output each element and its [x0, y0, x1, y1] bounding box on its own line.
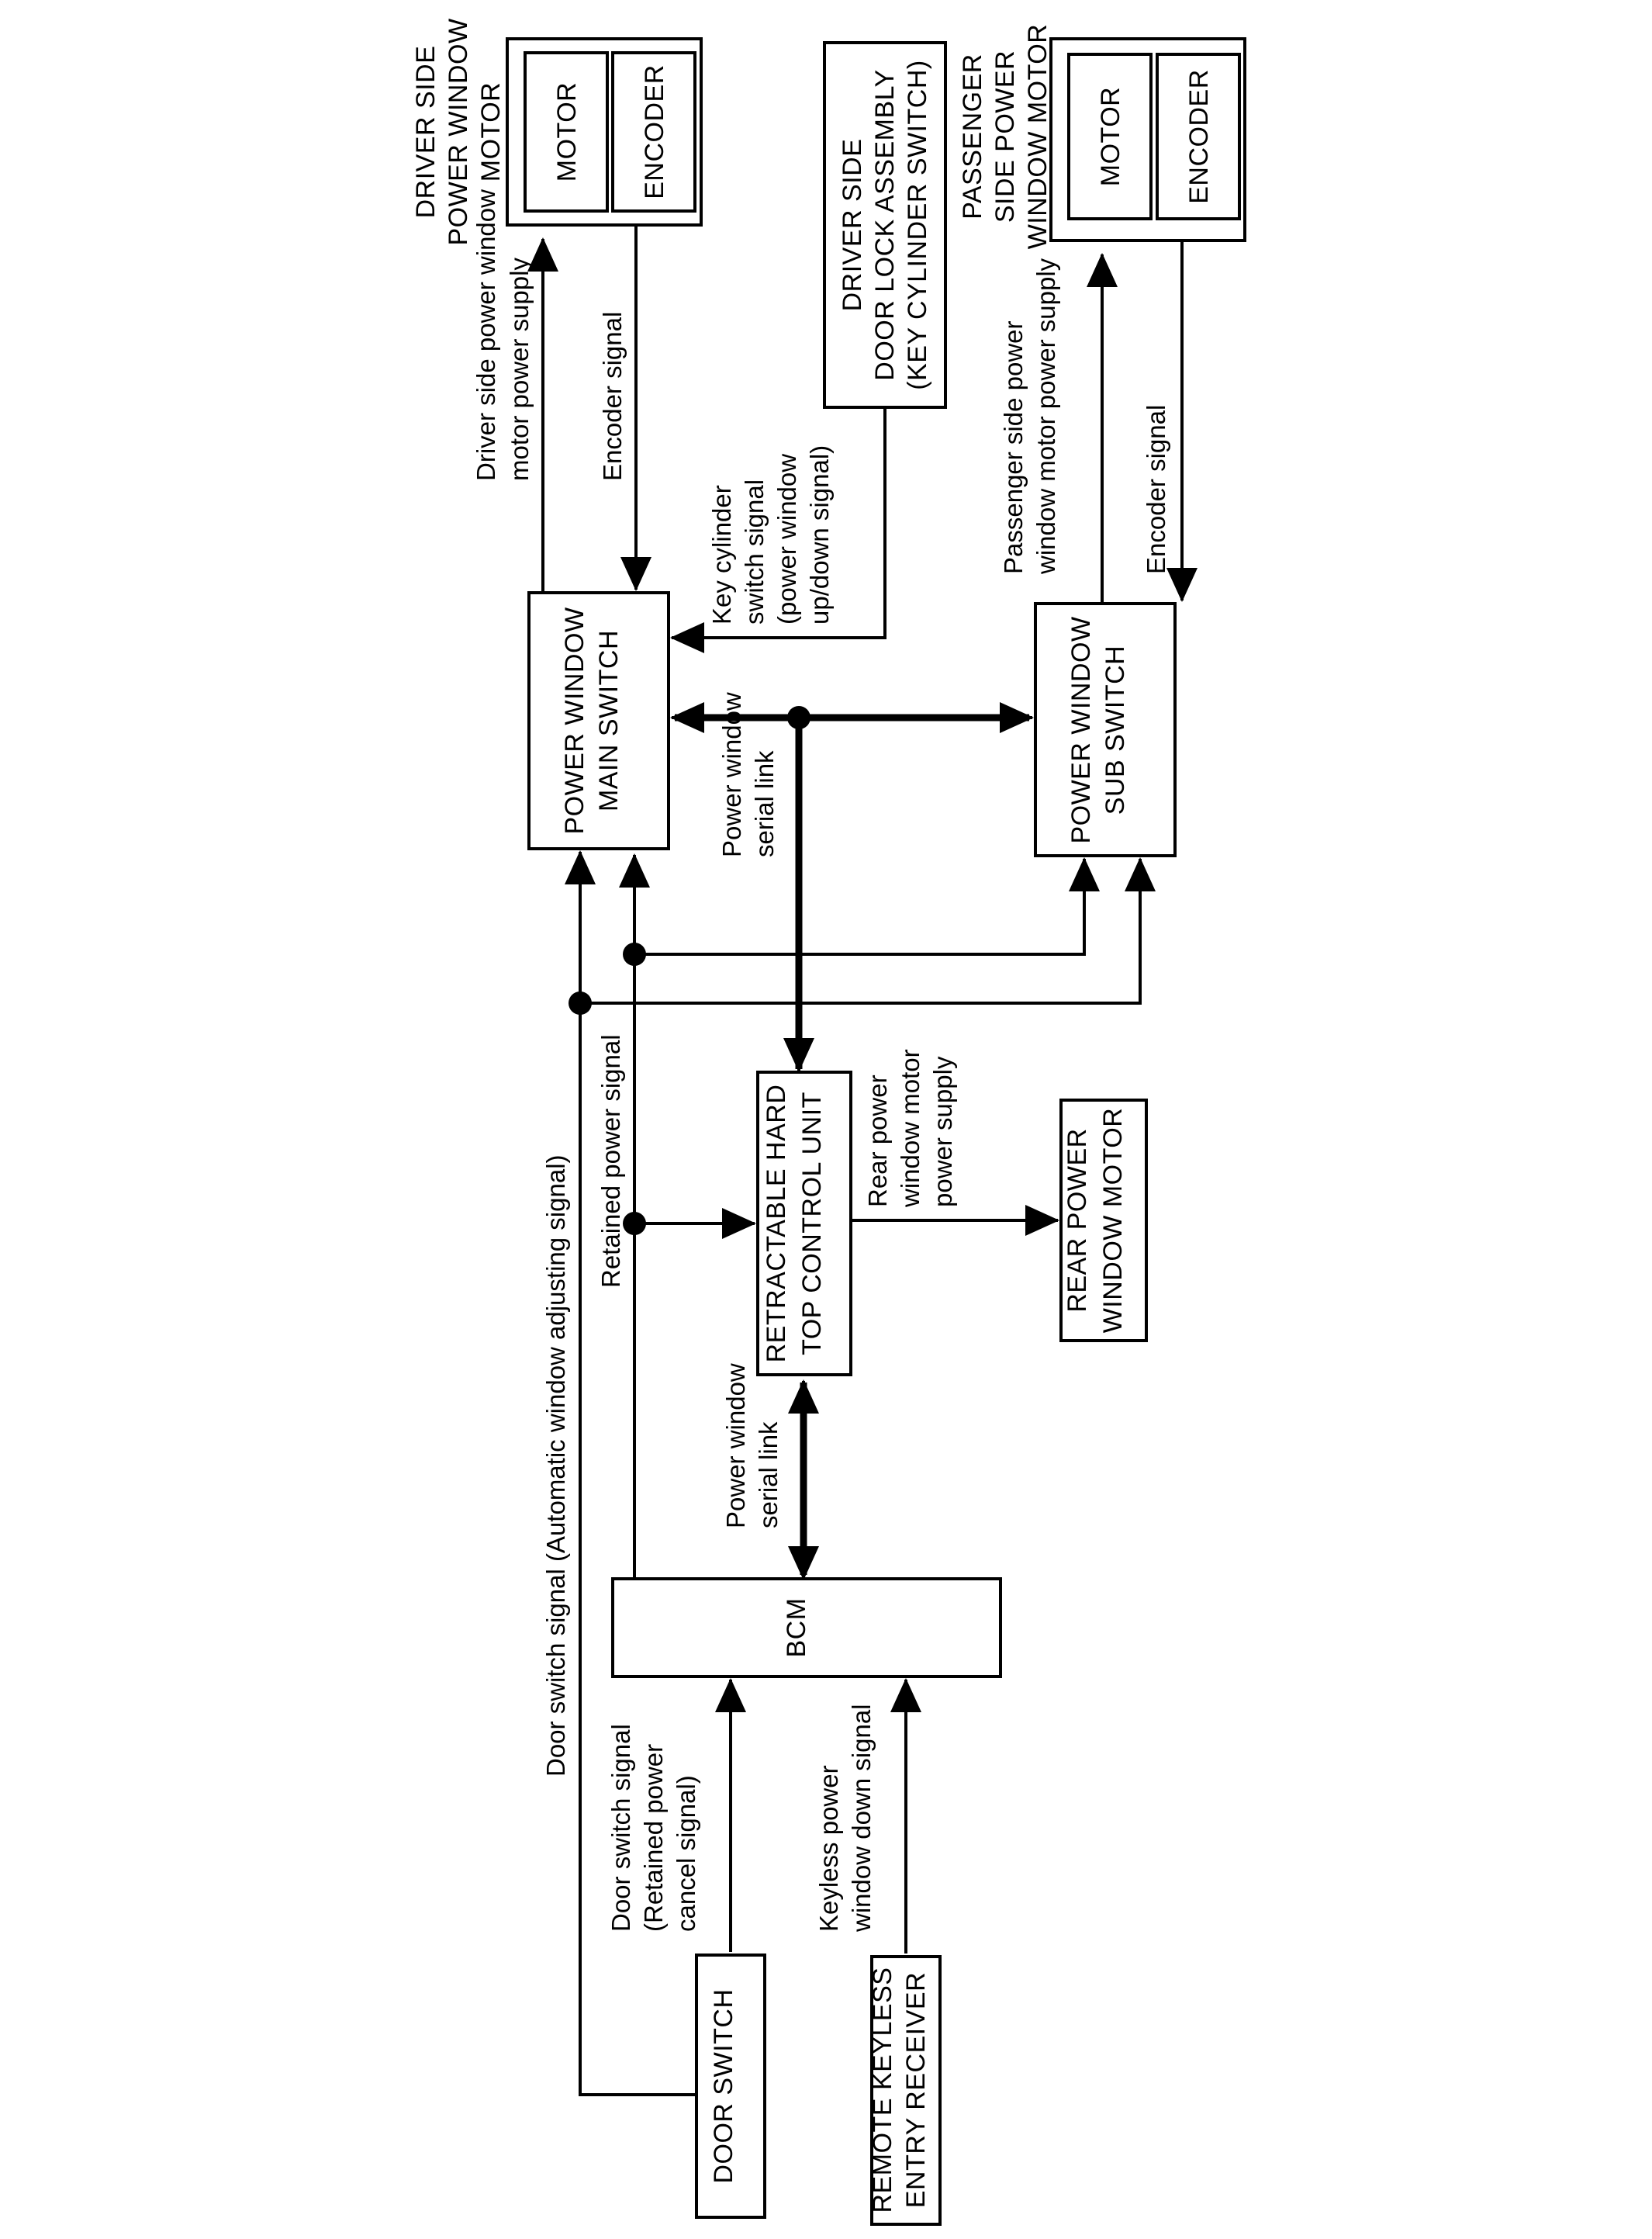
- driver-side-door-lock-assembly: DRIVER SIDE DOOR LOCK ASSEMBLY (KEY CYLI…: [823, 41, 947, 409]
- passenger-encoder-label: ENCODER: [1184, 69, 1214, 204]
- serial-link-switches-label-1: Power window: [717, 692, 746, 857]
- serial-link-bcm-label-2: serial link: [754, 1421, 783, 1528]
- passenger-motor-label: MOTOR: [1096, 87, 1125, 186]
- retained-power-signal-label: Retained power signal: [596, 1034, 625, 1288]
- wire-door-switch-auto-signal: Door switch signal (Automatic window adj…: [541, 850, 1156, 2096]
- wire-passenger-encoder-signal: Encoder signal: [1142, 241, 1198, 602]
- serial-link-bcm-label-1: Power window: [721, 1363, 750, 1528]
- wire-key-cylinder-switch-signal: Key cylinder switch signal (power window…: [670, 407, 886, 653]
- rear-motor-label-1: REAR POWER: [1063, 1128, 1092, 1312]
- serial-link-switches-label-2: serial link: [750, 750, 779, 857]
- bcm-label: BCM: [782, 1597, 811, 1657]
- power-window-main-switch: POWER WINDOW MAIN SWITCH: [527, 591, 670, 850]
- driver-side-power-window-motor-group: MOTOR ENCODER DRIVER SIDE POWER WINDOW M…: [411, 18, 703, 246]
- wire-retained-power-signal: Retained power signal: [596, 853, 1100, 1579]
- door-switch-block: DOOR SWITCH: [695, 1954, 766, 2219]
- driver-motor-label: MOTOR: [552, 82, 582, 182]
- driver-encoder-box: [611, 51, 696, 213]
- driver-motor-group-label-2: POWER WINDOW: [444, 18, 473, 245]
- key-cylinder-label-3: (power window: [772, 454, 801, 625]
- passenger-motor-group-label-3: WINDOW MOTOR: [1023, 24, 1052, 250]
- driver-encoder-label: ENCODER: [640, 64, 669, 199]
- wire-power-window-serial-link-bcm: Power window serial link: [721, 1363, 819, 1580]
- rear-motor-supply-label-2: window motor: [896, 1049, 924, 1208]
- keyless-receiver-label-2: ENTRY RECEIVER: [901, 1972, 931, 2208]
- keyless-down-label-1: Keyless power: [814, 1765, 843, 1932]
- rear-power-window-motor: REAR POWER WINDOW MOTOR: [1059, 1099, 1148, 1342]
- passenger-motor-supply-label-1: Passenger side power: [999, 320, 1028, 574]
- retractable-hard-top-control-unit: RETRACTABLE HARD TOP CONTROL UNIT: [756, 1071, 852, 1376]
- door-switch-label: DOOR SWITCH: [709, 1988, 738, 2183]
- passenger-motor-box: [1067, 53, 1153, 220]
- rear-motor-supply-label-3: power supply: [928, 1056, 957, 1207]
- rear-motor-label-2: WINDOW MOTOR: [1098, 1108, 1128, 1334]
- door-lock-label-1: DRIVER SIDE: [838, 139, 867, 312]
- power-window-sub-switch: POWER WINDOW SUB SWITCH: [1034, 602, 1177, 857]
- key-cylinder-label-1: Key cylinder: [707, 485, 736, 625]
- rht-label-2: TOP CONTROL UNIT: [797, 1092, 827, 1355]
- driver-motor-supply-label-1: Driver side power window: [472, 189, 500, 481]
- driver-motor-supply-label-2: motor power supply: [505, 258, 534, 481]
- remote-keyless-entry-receiver-block: REMOTE KEYLESS ENTRY RECEIVER: [868, 1955, 942, 2226]
- key-cylinder-label-4: up/down signal): [805, 445, 834, 625]
- driver-motor-box: [524, 51, 609, 213]
- door-lock-label-2: DOOR LOCK ASSEMBLY: [870, 69, 900, 380]
- door-lock-label-3: (KEY CYLINDER SWITCH): [903, 60, 932, 389]
- sub-switch-label-1: POWER WINDOW: [1066, 616, 1096, 843]
- keyless-down-label-2: window down signal: [847, 1704, 876, 1933]
- sub-switch-label-2: SUB SWITCH: [1101, 645, 1130, 815]
- wire-keyless-power-window-down-signal: Keyless power window down signal: [814, 1678, 921, 1954]
- driver-encoder-signal-label: Encoder signal: [598, 312, 627, 481]
- wire-rear-motor-power-supply: Rear power window motor power supply: [851, 1049, 1059, 1236]
- key-cylinder-label-2: switch signal: [740, 479, 769, 625]
- passenger-motor-group-label-2: SIDE POWER: [990, 50, 1020, 223]
- bcm-block: BCM: [611, 1577, 1002, 1678]
- wire-power-window-serial-link-switches: Power window serial link: [670, 692, 1034, 1072]
- rear-motor-supply-label-1: Rear power: [863, 1075, 892, 1207]
- driver-motor-group-label-3: MOTOR: [476, 82, 506, 182]
- main-switch-label-1: POWER WINDOW: [560, 607, 589, 834]
- rht-label-1: RETRACTABLE HARD: [762, 1085, 791, 1363]
- door-switch-cancel-label-1: Door switch signal: [607, 1724, 635, 1932]
- wire-passenger-motor-power-supply: Passenger side power window motor power …: [999, 253, 1118, 604]
- passenger-side-power-window-motor-group: MOTOR ENCODER PASSENGER SIDE POWER WINDO…: [958, 24, 1246, 250]
- wire-driver-encoder-signal: Encoder signal: [598, 225, 651, 591]
- passenger-motor-group-label-1: PASSENGER: [958, 54, 987, 220]
- wire-driver-motor-power-supply: Driver side power window motor power sup…: [472, 189, 558, 593]
- wire-door-switch-cancel-signal: Door switch signal (Retained power cance…: [607, 1678, 746, 1952]
- main-switch-label-2: MAIN SWITCH: [594, 630, 624, 812]
- passenger-encoder-signal-label: Encoder signal: [1142, 405, 1170, 574]
- door-switch-cancel-label-2: (Retained power: [639, 1744, 668, 1932]
- passenger-motor-supply-label-2: window motor power supply: [1032, 258, 1060, 575]
- door-switch-auto-label: Door switch signal (Automatic window adj…: [541, 1154, 570, 1777]
- passenger-encoder-box: [1156, 53, 1241, 220]
- keyless-receiver-label-1: REMOTE KEYLESS: [868, 1967, 897, 2213]
- driver-motor-group-label-1: DRIVER SIDE: [411, 46, 441, 219]
- door-switch-cancel-label-3: cancel signal): [672, 1775, 700, 1932]
